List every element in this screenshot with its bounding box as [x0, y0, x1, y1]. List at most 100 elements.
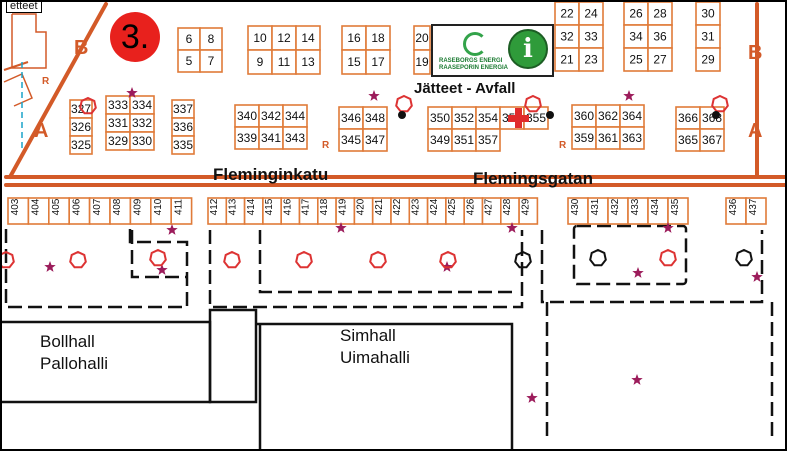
hydrant-icon [589, 248, 607, 267]
stall-354: 354 [475, 106, 501, 130]
stall-365: 365 [675, 128, 701, 152]
stall-number-420: 420 [356, 198, 367, 215]
stall-434: 434 [647, 197, 669, 225]
stall-number-342: 342 [261, 109, 281, 123]
stall-number-347: 347 [365, 133, 385, 147]
building-outline [11, 13, 47, 69]
waste-bin-icon [712, 111, 720, 119]
stall-432: 432 [607, 197, 629, 225]
stall-number-409: 409 [133, 198, 144, 215]
stall-number-346: 346 [341, 111, 361, 125]
simhall-label-fi: Uimahalli [340, 348, 410, 367]
stall-number-365: 365 [678, 133, 698, 147]
hydrant-icon [69, 250, 87, 269]
stall-number-340: 340 [237, 109, 257, 123]
bollhall-label-sv: Bollhall [40, 332, 95, 351]
marker-star-icon [126, 87, 138, 98]
stall-number-404: 404 [31, 198, 42, 215]
marker-star-icon [166, 224, 178, 235]
stall-number-435: 435 [670, 198, 681, 215]
stall-number-334: 334 [132, 98, 152, 112]
stall-number-354: 354 [478, 111, 498, 125]
stall-number-14: 14 [301, 31, 315, 45]
stall-347: 347 [362, 128, 388, 152]
stall-number-344: 344 [285, 109, 305, 123]
stall-number-331: 331 [108, 116, 128, 130]
stall-414: 414 [243, 197, 264, 225]
stall-352: 352 [451, 106, 477, 130]
stall-26: 26 [623, 2, 649, 26]
stall-6: 6 [177, 27, 201, 51]
stall-number-12: 12 [277, 31, 291, 45]
area-letter-r-1: R [42, 76, 50, 87]
hall-boundary-left [4, 229, 189, 309]
stall-33: 33 [578, 24, 604, 49]
stall-number-27: 27 [653, 53, 667, 67]
marker-star-icon [526, 392, 538, 403]
stall-number-29: 29 [701, 53, 715, 67]
stall-number-417: 417 [301, 198, 312, 215]
stall-20: 20 [413, 25, 431, 51]
stall-number-6: 6 [186, 32, 193, 46]
stall-427: 427 [481, 197, 502, 225]
stall-number-335: 335 [173, 138, 193, 152]
stall-number-422: 422 [392, 198, 403, 215]
stall-number-9: 9 [257, 55, 264, 69]
stall-number-13: 13 [301, 55, 315, 69]
stall-430: 430 [567, 197, 589, 225]
stall-357: 357 [475, 128, 501, 152]
stall-34: 34 [623, 24, 649, 49]
stall-number-432: 432 [610, 198, 621, 215]
area-letter-a-left: A [34, 120, 49, 142]
stall-31: 31 [695, 24, 721, 49]
stall-408: 408 [109, 197, 132, 225]
area-letter-b-right: B [748, 42, 763, 64]
stall-number-416: 416 [282, 198, 293, 215]
hall-boundary-mid-inner [258, 230, 512, 294]
stall-21: 21 [554, 47, 580, 72]
stall-418: 418 [316, 197, 337, 225]
stall-351: 351 [451, 128, 477, 152]
stall-number-428: 428 [502, 198, 513, 215]
stall-350: 350 [427, 106, 453, 130]
stall-329: 329 [105, 131, 131, 151]
stall-345: 345 [338, 128, 364, 152]
stall-number-357: 357 [478, 133, 498, 147]
stall-number-330: 330 [132, 134, 152, 148]
marker-star-icon [751, 271, 763, 282]
stall-number-418: 418 [319, 198, 330, 215]
hall-outlines [2, 224, 774, 449]
stall-number-343: 343 [285, 131, 305, 145]
top-cut-label: etteet [6, 2, 42, 13]
stall-number-367: 367 [702, 133, 722, 147]
annex-outline [208, 308, 258, 404]
stall-number-412: 412 [209, 198, 220, 215]
stall-348: 348 [362, 106, 388, 130]
stall-437: 437 [745, 197, 767, 225]
stall-29: 29 [695, 47, 721, 72]
hydrant-icon [514, 250, 532, 269]
stall-366: 366 [675, 106, 701, 130]
stall-341: 341 [258, 126, 284, 150]
marker-star-icon [506, 222, 518, 233]
stall-411: 411 [170, 197, 193, 225]
stall-334: 334 [129, 95, 155, 115]
stall-number-424: 424 [429, 198, 440, 215]
marker-star-icon [632, 267, 644, 278]
stall-number-337: 337 [173, 102, 193, 116]
stall-332: 332 [129, 113, 155, 133]
hydrant-icon [524, 94, 542, 113]
area-letter-r-2: R [322, 140, 330, 151]
stall-422: 422 [390, 197, 411, 225]
stall-number-419: 419 [337, 198, 348, 215]
hydrant-icon [2, 250, 15, 269]
stall-number-359: 359 [574, 131, 594, 145]
stall-number-15: 15 [347, 55, 361, 69]
first-aid-icon-bar [508, 115, 529, 122]
stall-number-430: 430 [570, 198, 581, 215]
stall-14: 14 [295, 25, 321, 51]
street-name-fi: Fleminginkatu [213, 165, 329, 184]
stall-17: 17 [365, 49, 391, 75]
area-letter-a-right: A [748, 120, 763, 142]
